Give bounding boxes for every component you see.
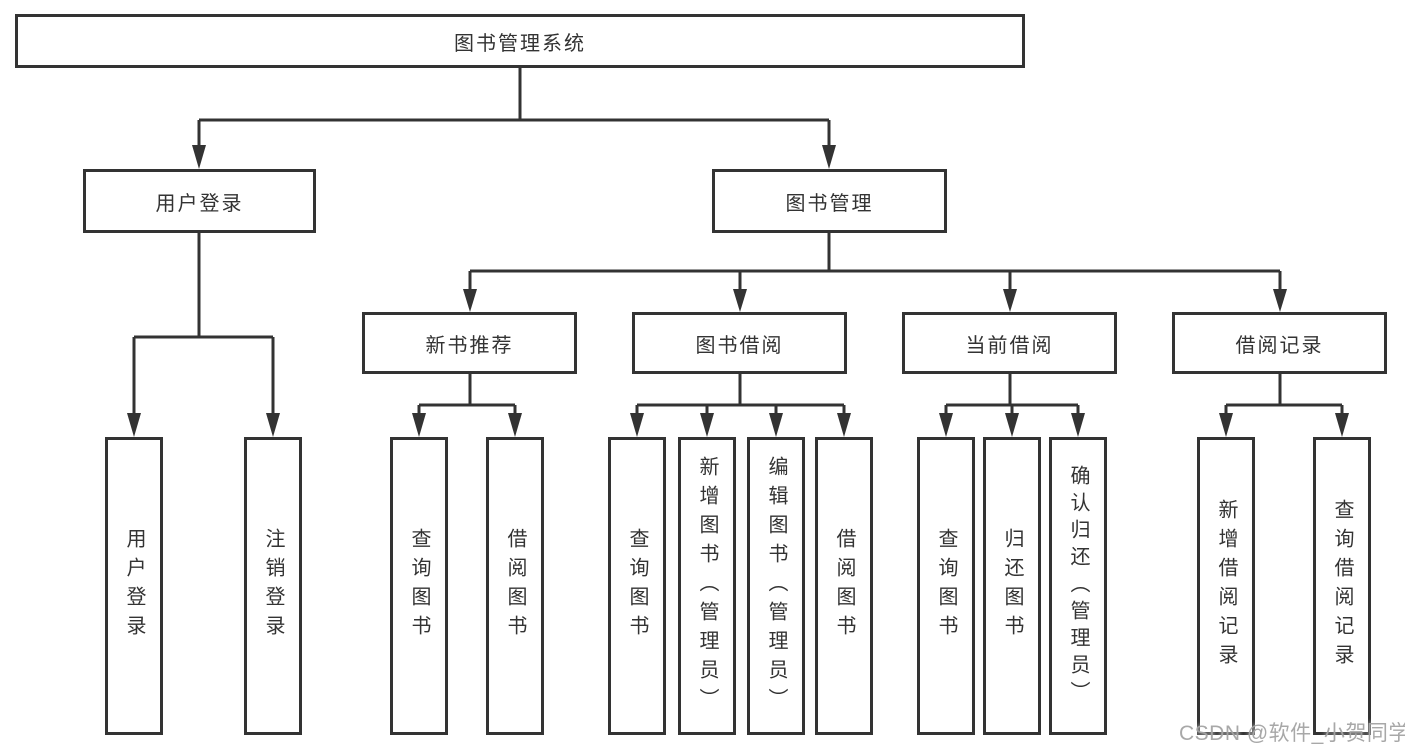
leaf-borrow-borrow-books: 借阅图书 — [815, 437, 873, 735]
leaf-current-confirm-return-admin-label: 确认归还（管理员） — [1067, 464, 1089, 708]
leaf-borrow-query-books: 查询图书 — [608, 437, 666, 735]
node-book-borrow: 图书借阅 — [632, 312, 847, 374]
leaf-user-login: 用户登录 — [105, 437, 163, 735]
leaf-logout: 注销登录 — [244, 437, 302, 735]
node-book-management-label: 图书管理 — [785, 192, 874, 215]
leaf-borrow-add-book-admin-label: 新增图书（管理员） — [696, 455, 718, 717]
node-user-login-label: 用户登录 — [155, 192, 244, 215]
node-new-book-recommend-label: 新书推荐 — [425, 334, 514, 357]
leaf-records-query-record-label: 查询借阅记录 — [1331, 499, 1353, 673]
node-borrow-records-label: 借阅记录 — [1235, 334, 1324, 357]
node-borrow-records: 借阅记录 — [1172, 312, 1387, 374]
node-library-system: 图书管理系统 — [15, 14, 1025, 68]
node-book-borrow-label: 图书借阅 — [695, 334, 784, 357]
node-user-login: 用户登录 — [83, 169, 316, 233]
node-new-book-recommend: 新书推荐 — [362, 312, 577, 374]
leaf-borrow-edit-book-admin: 编辑图书（管理员） — [747, 437, 805, 735]
leaf-current-query-books-label: 查询图书 — [935, 528, 957, 644]
watermark: CSDN @软件_小贺同学 — [1179, 722, 1405, 745]
leaf-borrow-query-books-label: 查询图书 — [626, 528, 648, 644]
leaf-records-query-record: 查询借阅记录 — [1313, 437, 1371, 735]
leaf-current-return-books: 归还图书 — [983, 437, 1041, 735]
leaf-newbook-borrow-books-label: 借阅图书 — [504, 528, 526, 644]
leaf-newbook-borrow-books: 借阅图书 — [486, 437, 544, 735]
leaf-borrow-add-book-admin: 新增图书（管理员） — [678, 437, 736, 735]
leaf-records-add-record: 新增借阅记录 — [1197, 437, 1255, 735]
leaf-logout-label: 注销登录 — [262, 528, 284, 644]
leaf-borrow-borrow-books-label: 借阅图书 — [833, 528, 855, 644]
leaf-records-add-record-label: 新增借阅记录 — [1215, 499, 1237, 673]
node-book-management: 图书管理 — [712, 169, 947, 233]
leaf-borrow-edit-book-admin-label: 编辑图书（管理员） — [765, 455, 787, 717]
leaf-user-login-label: 用户登录 — [123, 528, 145, 644]
leaf-current-return-books-label: 归还图书 — [1001, 528, 1023, 644]
node-current-borrow: 当前借阅 — [902, 312, 1117, 374]
leaf-newbook-query-books: 查询图书 — [390, 437, 448, 735]
leaf-current-confirm-return-admin: 确认归还（管理员） — [1049, 437, 1107, 735]
node-library-system-label: 图书管理系统 — [454, 32, 586, 55]
leaf-newbook-query-books-label: 查询图书 — [408, 528, 430, 644]
leaf-current-query-books: 查询图书 — [917, 437, 975, 735]
node-current-borrow-label: 当前借阅 — [965, 334, 1054, 357]
